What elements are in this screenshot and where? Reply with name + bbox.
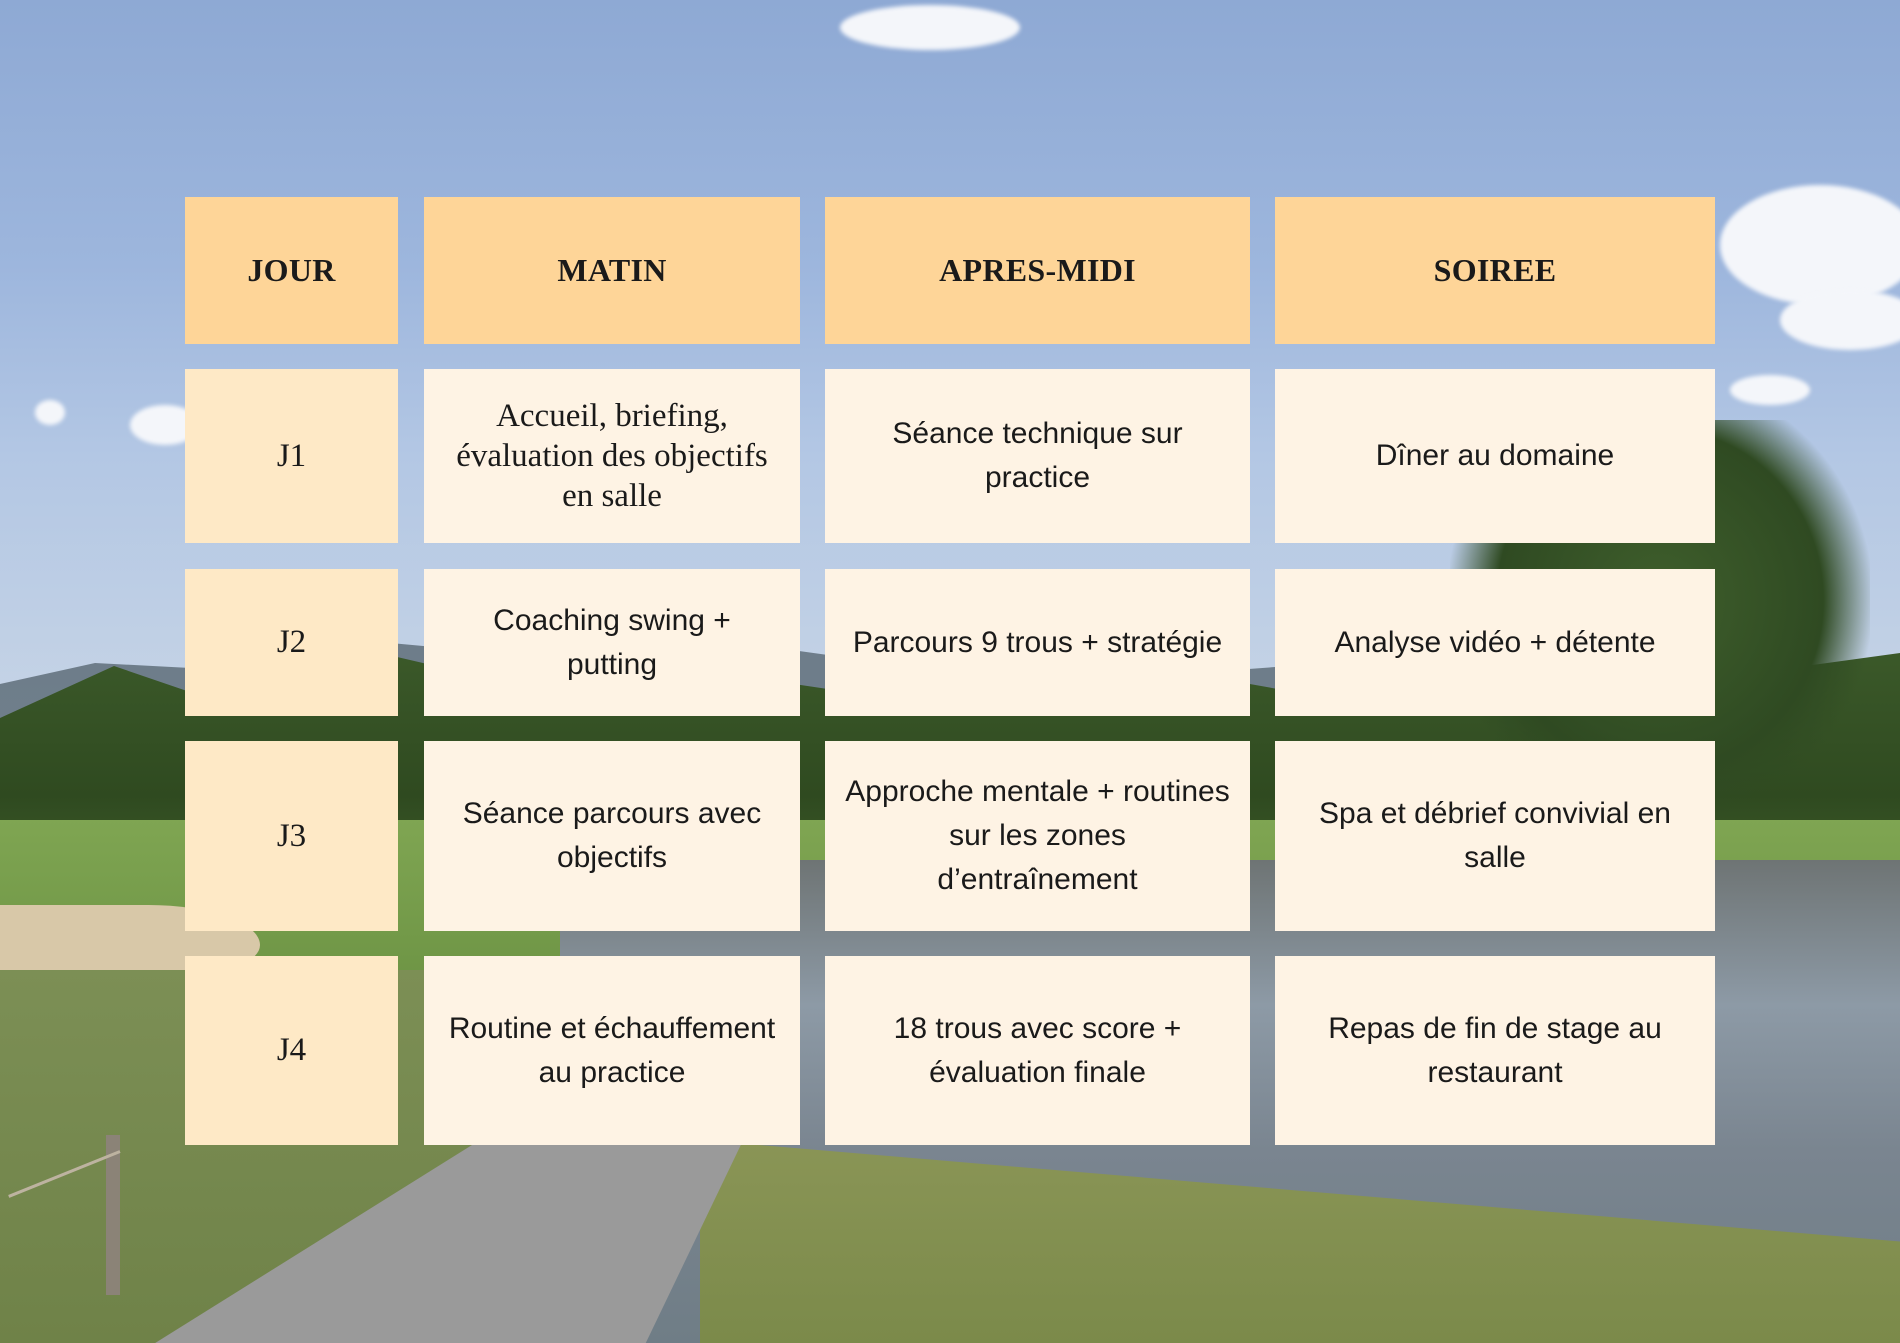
morning-cell: Routine et échauffement au practice — [424, 956, 800, 1145]
morning-text: Séance parcours avec objectifs — [462, 797, 762, 874]
evening-text: Repas de fin de stage au restaurant — [1328, 1011, 1662, 1089]
day-label: J1 — [276, 437, 307, 474]
header-afternoon-label: APRES-MIDI — [939, 252, 1136, 288]
evening-text: Spa et débrief convivial en salle — [1319, 797, 1671, 874]
evening-cell: Repas de fin de stage au restaurant — [1275, 956, 1715, 1145]
evening-text: Dîner au domaine — [1375, 439, 1615, 472]
afternoon-cell: Parcours 9 trous + stratégie — [825, 569, 1250, 716]
day-cell: J2 — [185, 569, 398, 716]
cloud — [1720, 185, 1900, 305]
header-afternoon: APRES-MIDI — [825, 197, 1250, 344]
cloud — [35, 400, 65, 425]
afternoon-text: Parcours 9 trous + stratégie — [852, 625, 1223, 659]
morning-text: Accueil, briefing, évaluation des object… — [456, 398, 768, 514]
afternoon-text: Séance technique sur practice — [892, 417, 1183, 494]
header-day-label: JOUR — [247, 252, 336, 288]
evening-cell: Analyse vidéo + détente — [1275, 569, 1715, 716]
header-day: JOUR — [185, 197, 398, 344]
morning-cell: Séance parcours avec objectifs — [424, 741, 800, 931]
morning-text: Coaching swing + putting — [493, 603, 731, 681]
header-evening: SOIREE — [1275, 197, 1715, 344]
header-morning-label: MATIN — [557, 252, 667, 288]
morning-text: Routine et échauffement au practice — [448, 1011, 776, 1089]
evening-text: Analyse vidéo + détente — [1334, 625, 1656, 659]
afternoon-text: 18 trous avec score + évaluation finale — [893, 1011, 1182, 1089]
afternoon-cell: 18 trous avec score + évaluation finale — [825, 956, 1250, 1145]
day-cell: J1 — [185, 369, 398, 543]
cloud — [1730, 375, 1810, 405]
evening-cell: Spa et débrief convivial en salle — [1275, 741, 1715, 931]
day-cell: J3 — [185, 741, 398, 931]
afternoon-text: Approche mentale + routines sur les zone… — [845, 775, 1230, 896]
header-morning: MATIN — [424, 197, 800, 344]
morning-cell: Accueil, briefing, évaluation des object… — [424, 369, 800, 543]
rope-post — [106, 1135, 120, 1295]
morning-cell: Coaching swing + putting — [424, 569, 800, 716]
afternoon-cell: Séance technique sur practice — [825, 369, 1250, 543]
day-label: J4 — [276, 1032, 307, 1068]
afternoon-cell: Approche mentale + routines sur les zone… — [825, 741, 1250, 931]
day-label: J3 — [276, 817, 307, 854]
day-label: J2 — [276, 624, 307, 660]
cloud — [1780, 290, 1900, 350]
day-cell: J4 — [185, 956, 398, 1145]
evening-cell: Dîner au domaine — [1275, 369, 1715, 543]
header-evening-label: SOIREE — [1433, 252, 1557, 288]
cloud — [840, 5, 1020, 50]
